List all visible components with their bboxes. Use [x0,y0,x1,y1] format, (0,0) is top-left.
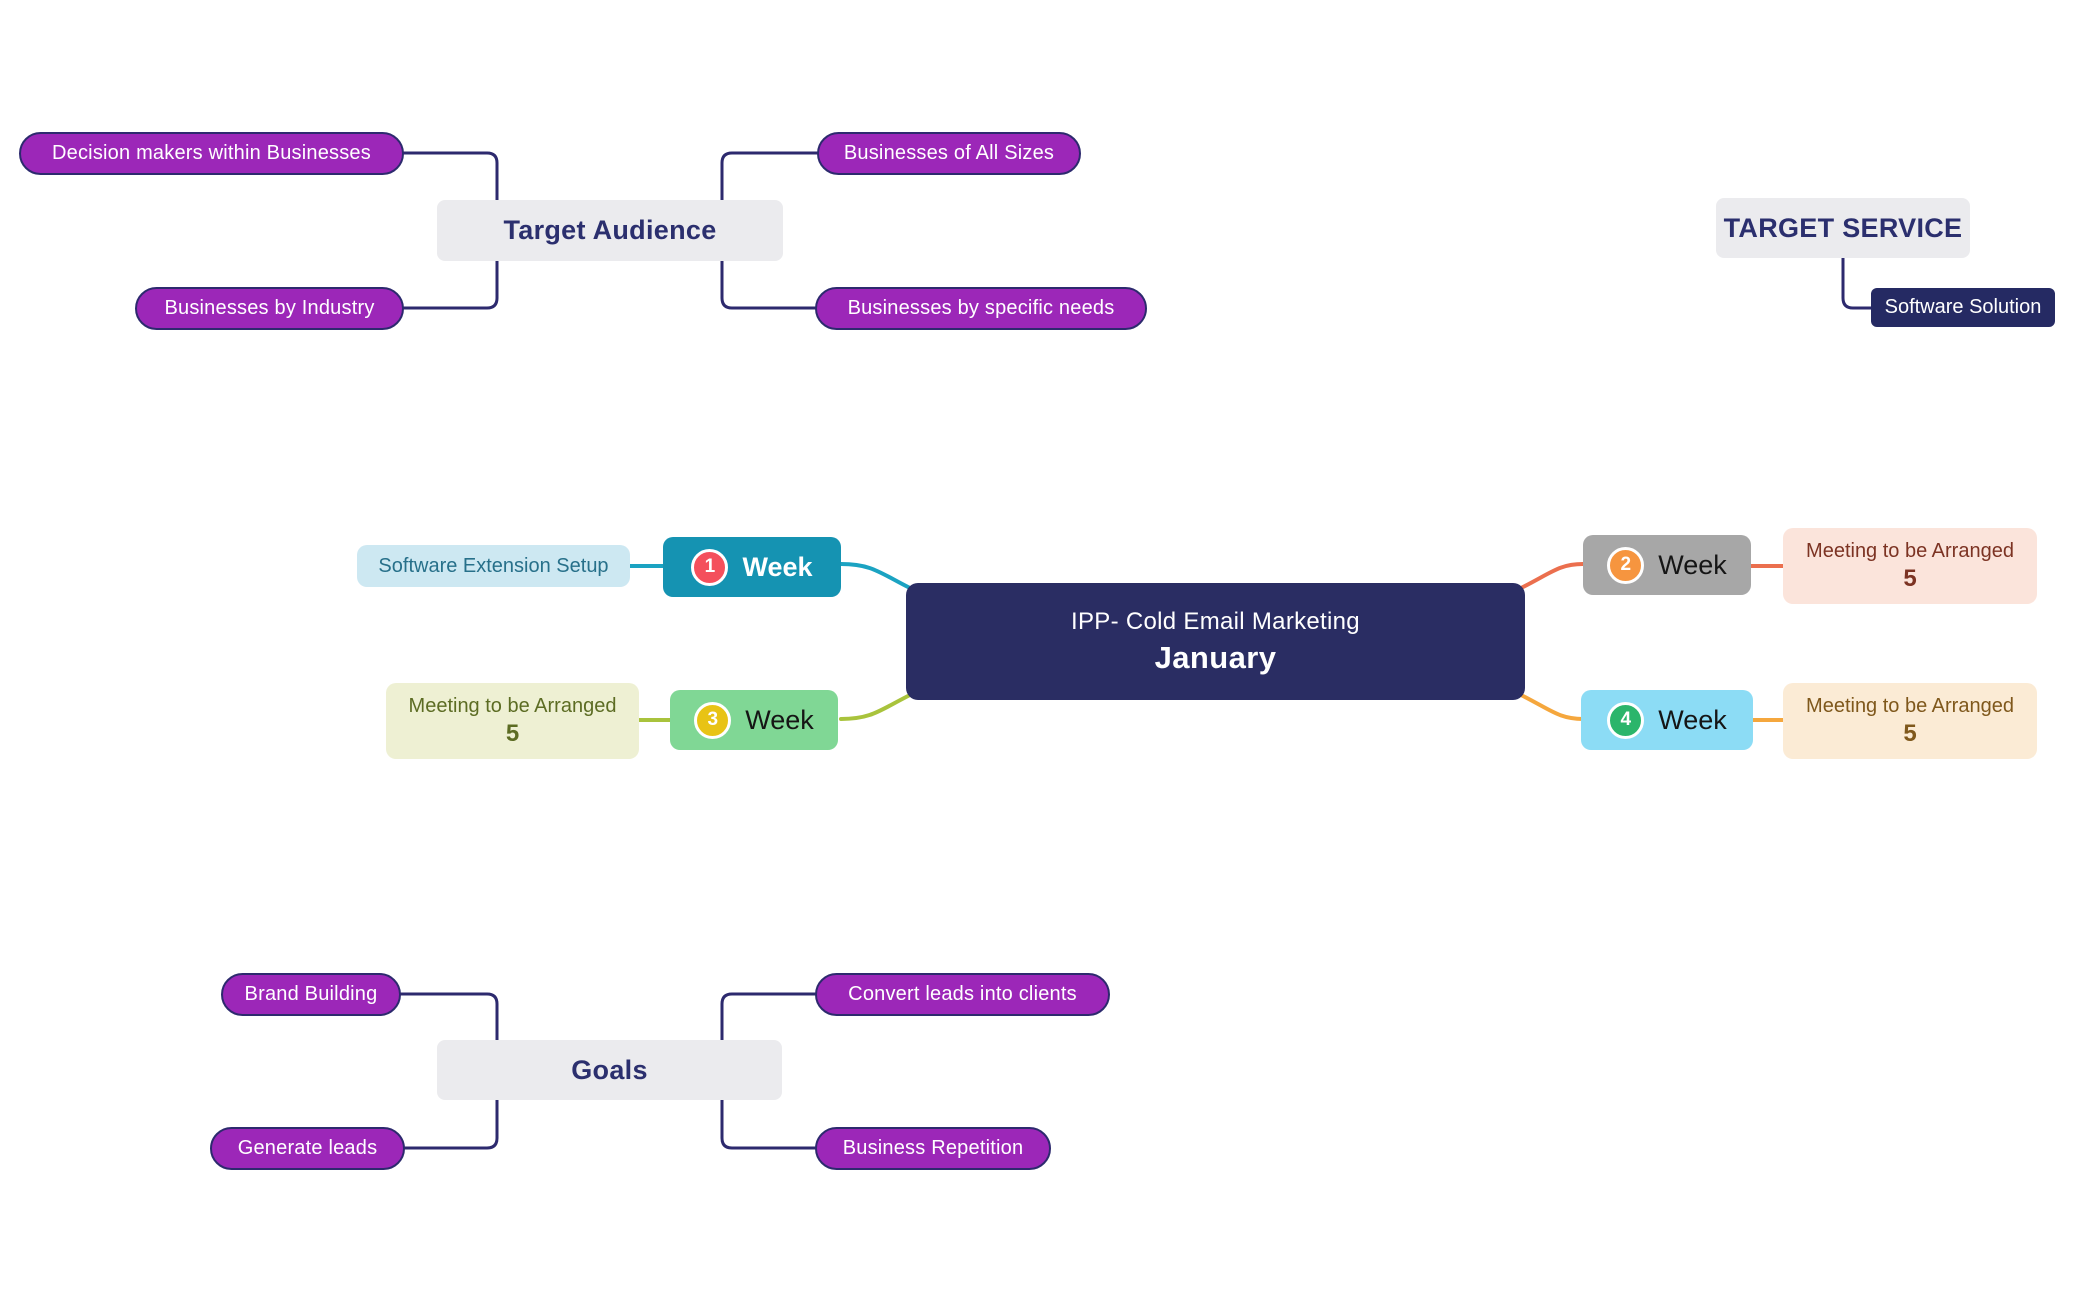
connector-central-week2 [1519,562,1585,590]
connector-ta-specific [720,259,817,310]
week-3-number-badge: 3 [694,701,732,739]
connector-central-week4 [1519,693,1585,721]
topic-label: Target Audience [503,215,717,245]
connector-central-week1 [839,562,912,590]
subtopic-label: Decision makers within Businesses [52,142,371,164]
week-4-number-badge: 4 [1607,701,1645,739]
week-label: Week [742,551,813,582]
topic-target-service[interactable]: TARGET SERVICE [1716,198,1970,258]
topic-target-audience[interactable]: Target Audience [437,200,783,261]
week-label: Week [1658,549,1727,580]
connector-goals-brand [399,992,499,1042]
connector-central-week3 [839,693,912,721]
central-title: IPP- Cold Email Marketing [1071,607,1360,635]
week-3-note[interactable]: Meeting to be Arranged 5 [386,683,639,759]
week-4-note[interactable]: Meeting to be Arranged 5 [1783,683,2037,759]
subtopic-business-repetition[interactable]: Business Repetition [815,1127,1051,1170]
subtopic-businesses-by-specific-needs[interactable]: Businesses by specific needs [815,287,1147,330]
connector-ta-allsizes [720,151,819,202]
subtopic-label: Businesses by specific needs [847,297,1115,319]
connector-goals-convert [720,992,817,1042]
subtopic-label: Business Repetition [842,1137,1024,1159]
subtopic-label: Generate leads [237,1137,378,1159]
subtopic-label: Businesses of All Sizes [843,142,1055,164]
note-label: Meeting to be Arranged [408,694,617,717]
subtopic-decision-makers[interactable]: Decision makers within Businesses [19,132,404,175]
topic-label: TARGET SERVICE [1723,212,1963,243]
central-subtitle: January [1154,639,1277,675]
subtopic-software-solution[interactable]: Software Solution [1871,288,2055,327]
week-2-note[interactable]: Meeting to be Arranged 5 [1783,528,2037,604]
week-1-node[interactable]: 1 Week [663,537,841,597]
week-1-note[interactable]: Software Extension Setup [357,545,630,587]
subtopic-brand-building[interactable]: Brand Building [221,973,401,1016]
subtopic-label: Convert leads into clients [848,983,1077,1005]
subtopic-businesses-of-all-sizes[interactable]: Businesses of All Sizes [817,132,1081,175]
week-2-number-badge: 2 [1607,546,1645,584]
subtopic-label: Brand Building [244,983,378,1005]
week-label: Week [1658,704,1727,735]
note-label: Software Extension Setup [378,554,609,577]
subtopic-generate-leads[interactable]: Generate leads [210,1127,405,1170]
connector-goals-generate [403,1098,499,1150]
topic-goals[interactable]: Goals [437,1040,782,1100]
topic-label: Goals [571,1054,648,1085]
central-topic[interactable]: IPP- Cold Email Marketing January [906,583,1525,700]
note-label: Meeting to be Arranged [1806,539,2014,562]
connector-ta-industry [402,259,499,310]
subtopic-businesses-by-industry[interactable]: Businesses by Industry [135,287,404,330]
connector-ts-solution [1841,256,1873,310]
week-label: Week [745,704,814,735]
connector-ta-decision [402,151,499,202]
note-count: 5 [1903,564,1917,592]
note-label: Meeting to be Arranged [1806,694,2014,717]
note-count: 5 [505,719,520,747]
connector-goals-repetition [720,1098,817,1150]
subtopic-label: Software Solution [1884,296,2042,318]
week-3-node[interactable]: 3 Week [670,690,838,750]
subtopic-label: Businesses by Industry [164,297,375,319]
note-count: 5 [1903,719,1917,747]
week-1-number-badge: 1 [691,548,729,586]
subtopic-convert-leads[interactable]: Convert leads into clients [815,973,1110,1016]
week-2-node[interactable]: 2 Week [1583,535,1751,595]
week-4-node[interactable]: 4 Week [1581,690,1753,750]
